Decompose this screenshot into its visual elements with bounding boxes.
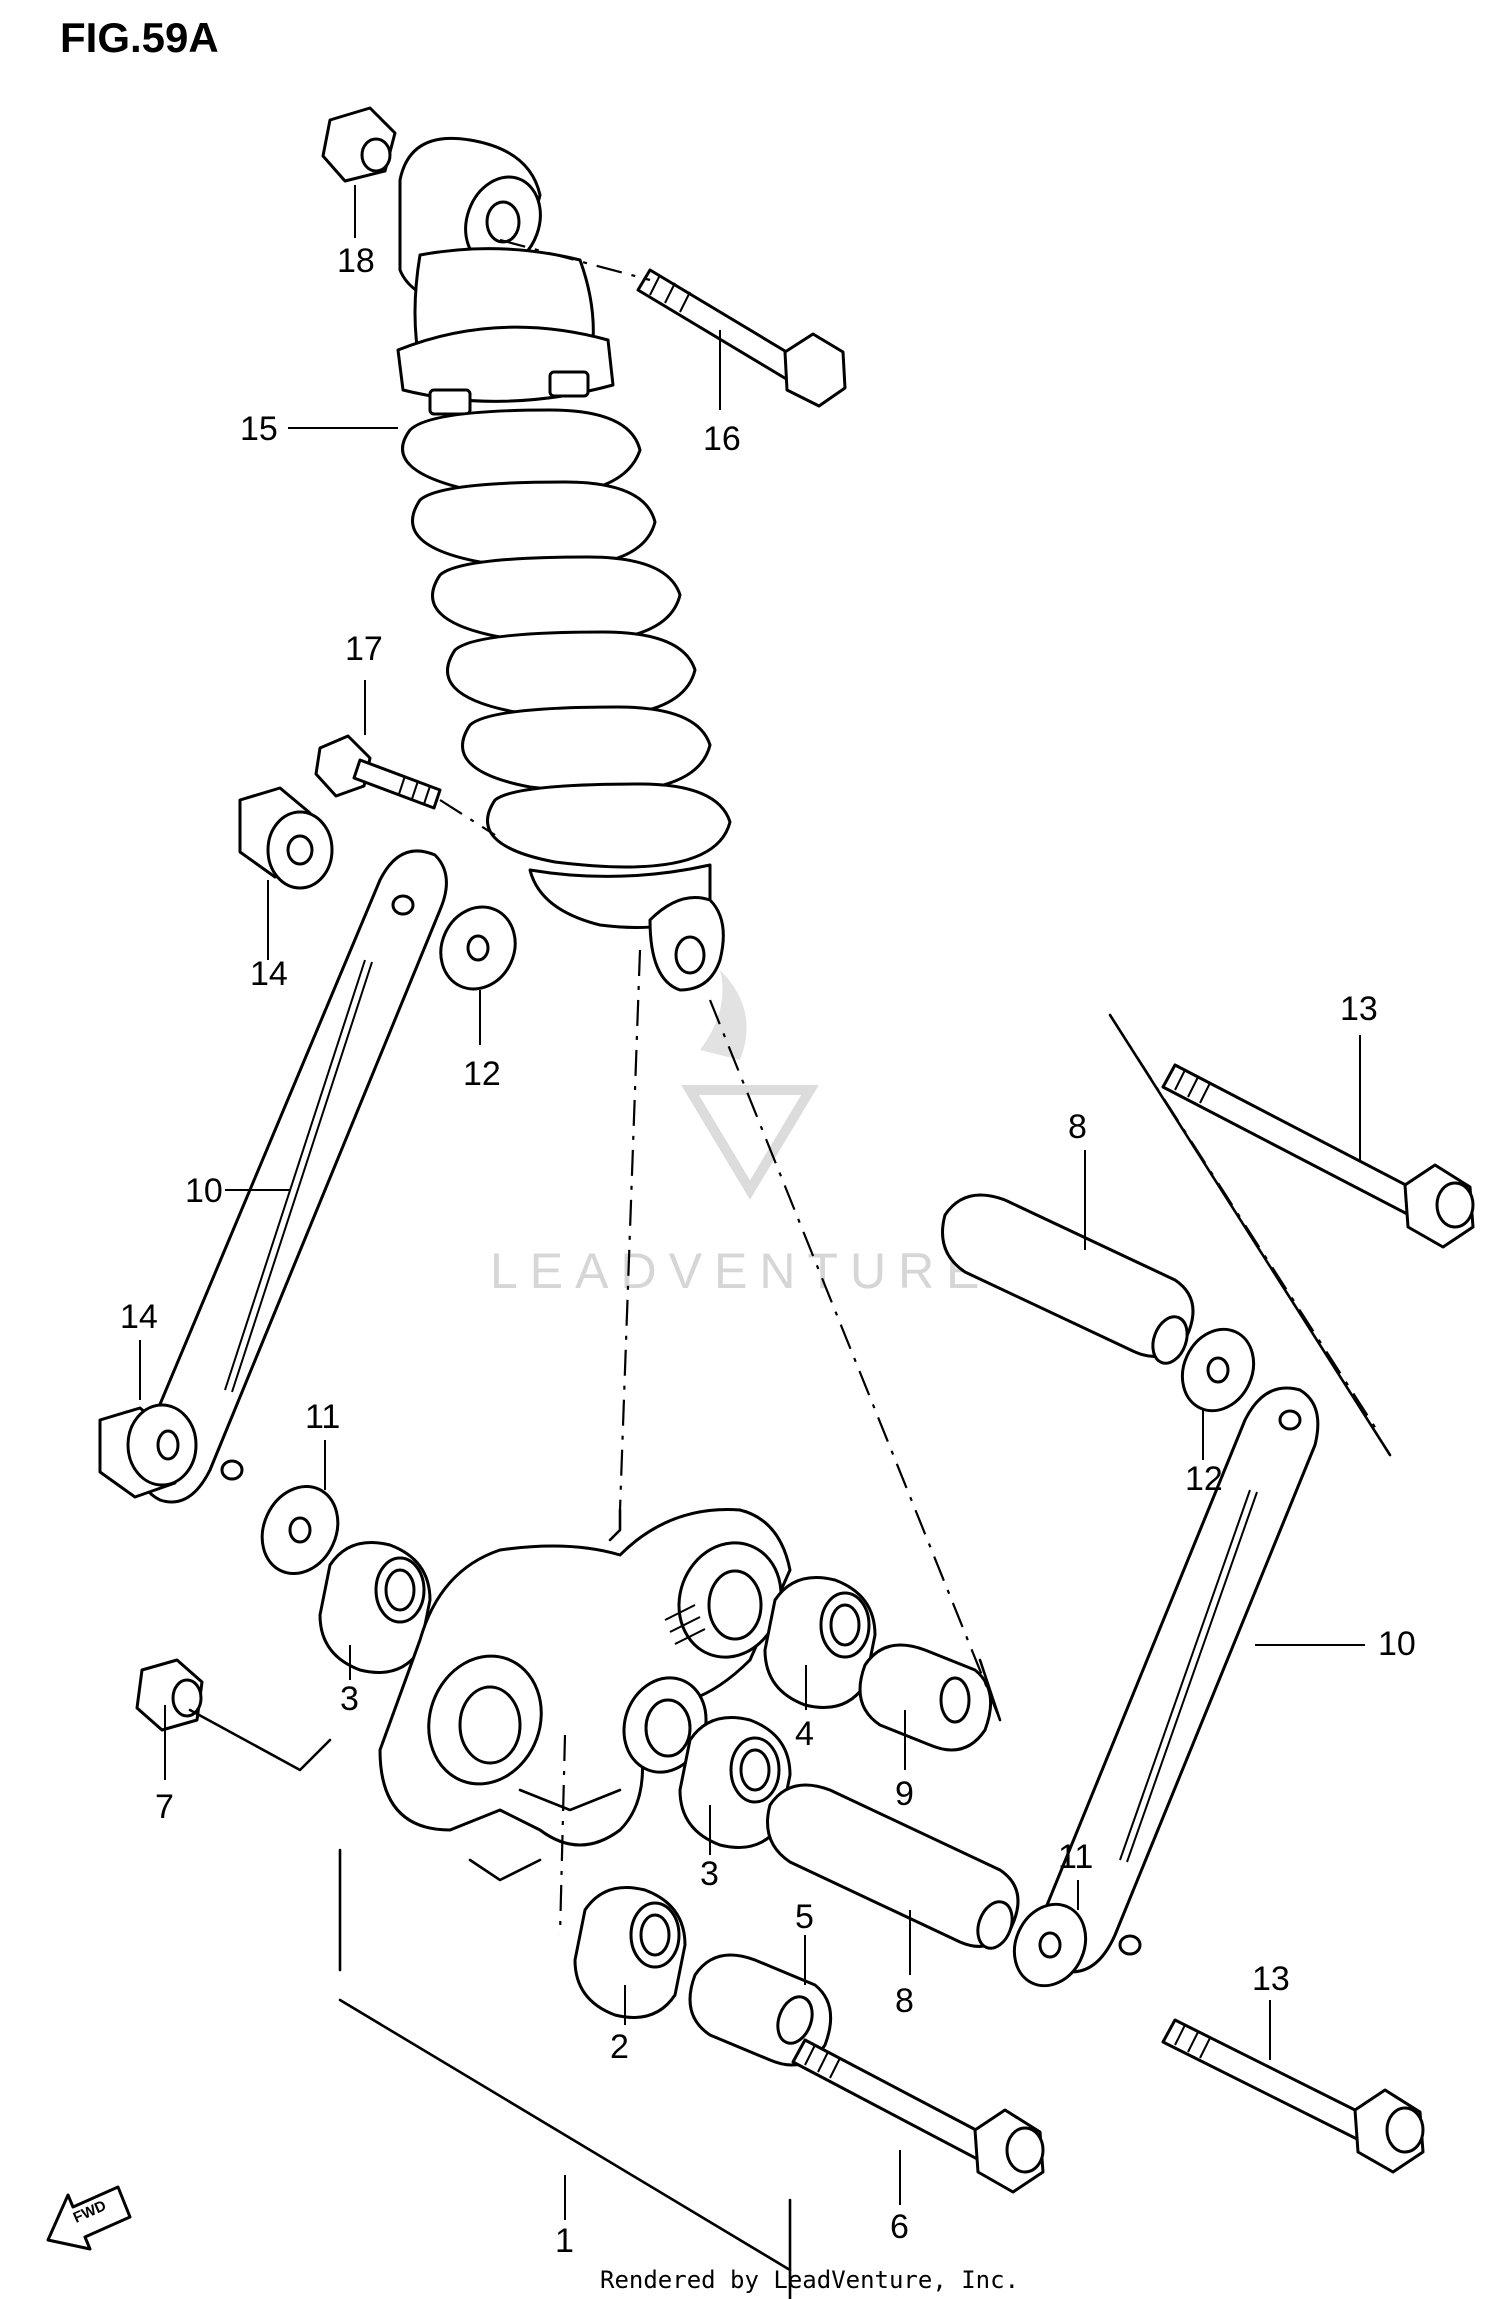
bushing-3-left bbox=[318, 1541, 432, 1674]
watermark: LEADVENTURE bbox=[490, 970, 992, 1299]
link-rod-10-right bbox=[1038, 1386, 1320, 1974]
callout-4: 4 bbox=[795, 1715, 814, 1753]
callout-8-lower: 8 bbox=[895, 1982, 914, 2020]
bushing-2 bbox=[573, 1886, 687, 2019]
callout-14-upper: 14 bbox=[250, 955, 288, 993]
callout-9: 9 bbox=[895, 1775, 914, 1813]
spacer-8-lower bbox=[766, 1783, 1020, 1950]
link-rod-10-left bbox=[138, 849, 448, 1504]
figure-title: FIG.59A bbox=[60, 14, 219, 61]
callout-3-lower: 3 bbox=[700, 1855, 719, 1893]
callout-10-right: 10 bbox=[1378, 1625, 1416, 1663]
callout-12-right: 12 bbox=[1185, 1460, 1223, 1498]
callout-1: 1 bbox=[555, 2222, 574, 2260]
callout-6: 6 bbox=[890, 2208, 909, 2246]
bolt-16 bbox=[636, 268, 847, 408]
nut-14-lower bbox=[98, 1403, 198, 1499]
fwd-arrow-icon: FWD bbox=[46, 2185, 132, 2251]
callout-13-lower: 13 bbox=[1252, 1960, 1290, 1998]
spacer-5 bbox=[688, 1953, 833, 2067]
nut-18 bbox=[321, 106, 397, 183]
spacer-9 bbox=[858, 1643, 993, 1752]
cushion-lever-1 bbox=[378, 1508, 792, 1847]
bolt-6 bbox=[791, 2038, 1045, 2194]
washer-11-right bbox=[1012, 1902, 1088, 1988]
bushing-3-lower bbox=[678, 1716, 792, 1849]
callout-8-upper: 8 bbox=[1068, 1108, 1087, 1146]
callout-14-lower: 14 bbox=[120, 1298, 158, 1336]
svg-text:LEADVENTURE: LEADVENTURE bbox=[490, 1243, 992, 1299]
bushing-4 bbox=[763, 1576, 877, 1709]
callout-12-upper: 12 bbox=[463, 1055, 501, 1093]
callout-2: 2 bbox=[610, 2028, 629, 2066]
spacer-8-upper bbox=[941, 1193, 1195, 1365]
assembly-lines bbox=[188, 238, 1392, 2299]
bolt-13-upper bbox=[1161, 1063, 1475, 1249]
bolt-13-lower bbox=[1161, 2018, 1425, 2174]
callout-11-left: 11 bbox=[305, 1398, 340, 1436]
washer-12-right bbox=[1180, 1327, 1256, 1413]
callout-16: 16 bbox=[703, 420, 741, 458]
leader-lines bbox=[139, 185, 1365, 2220]
callout-labels: 18 16 15 17 14 12 13 10 8 14 11 12 3 7 4… bbox=[120, 242, 1416, 2260]
washer-11-left bbox=[260, 1484, 340, 1576]
callout-7: 7 bbox=[155, 1788, 174, 1826]
callout-5: 5 bbox=[795, 1898, 814, 1936]
callout-18: 18 bbox=[337, 242, 375, 280]
callout-13-upper: 13 bbox=[1340, 990, 1378, 1028]
callout-3-left: 3 bbox=[340, 1680, 359, 1718]
render-credit: Rendered by LeadVenture, Inc. bbox=[600, 2266, 1019, 2294]
shock-absorber bbox=[396, 136, 732, 992]
callout-15: 15 bbox=[240, 410, 278, 448]
nut-14-upper bbox=[238, 786, 334, 890]
callout-10-left: 10 bbox=[185, 1172, 223, 1210]
callout-11-right: 11 bbox=[1058, 1838, 1093, 1876]
callout-17: 17 bbox=[345, 630, 383, 668]
washer-12-upper bbox=[439, 905, 517, 991]
bolt-17 bbox=[314, 734, 442, 810]
bolt-7 bbox=[135, 1658, 204, 1732]
